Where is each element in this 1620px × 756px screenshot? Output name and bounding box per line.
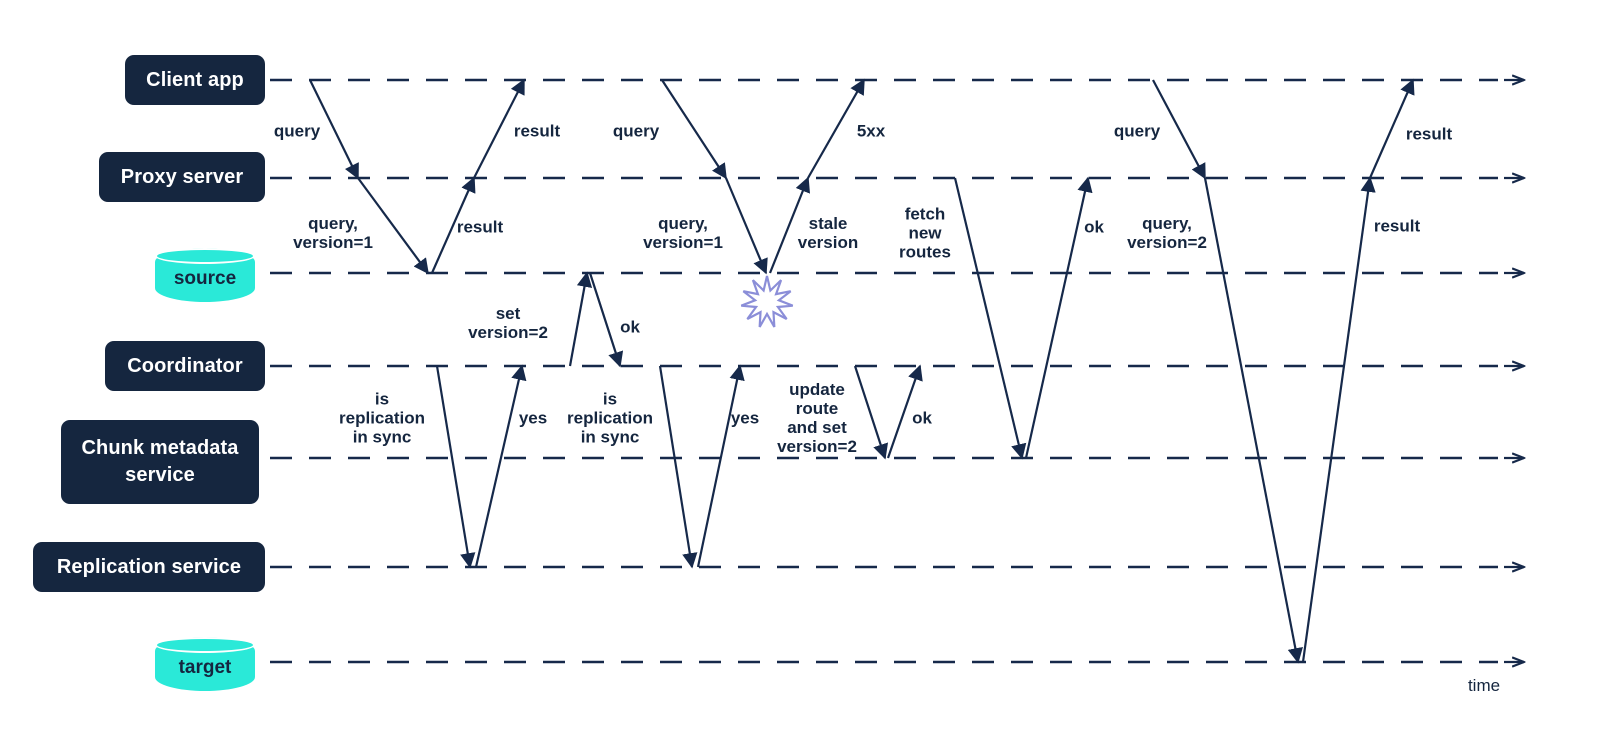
message-arrow-m18 bbox=[1024, 176, 1093, 459]
message-arrow-m22 bbox=[1368, 78, 1415, 179]
actor-label-replication: Replication service bbox=[56, 555, 242, 578]
actor-client: Client app bbox=[125, 55, 265, 105]
actor-proxy: Proxy server bbox=[99, 152, 265, 202]
lifeline-dashed-lines bbox=[270, 78, 1498, 664]
message-arrow-m3 bbox=[430, 176, 476, 274]
message-arrows bbox=[309, 78, 1415, 664]
message-arrow-m15 bbox=[853, 365, 889, 460]
failure-burst-icon bbox=[740, 275, 794, 328]
message-arrow-m4 bbox=[473, 78, 525, 179]
database-target: target bbox=[155, 637, 255, 691]
burst-icon bbox=[740, 275, 794, 328]
message-arrow-m5 bbox=[435, 365, 476, 569]
database-source: source bbox=[155, 248, 255, 302]
message-arrow-m11 bbox=[658, 365, 698, 569]
actor-label-client: Client app bbox=[146, 68, 244, 91]
message-arrow-m21 bbox=[1301, 176, 1376, 663]
actor-coordinator: Coordinator bbox=[105, 341, 265, 391]
message-arrow-m6 bbox=[474, 364, 527, 568]
message-arrow-m1 bbox=[309, 79, 359, 180]
message-arrow-m7 bbox=[568, 271, 593, 367]
message-arrow-m10 bbox=[724, 177, 768, 275]
message-arrow-m8 bbox=[588, 272, 624, 368]
message-arrow-m2 bbox=[357, 177, 429, 275]
time-axis-arrows bbox=[1504, 80, 1524, 662]
actor-label-proxy: Proxy server bbox=[120, 165, 244, 188]
message-arrow-m14 bbox=[807, 78, 865, 179]
message-arrow-m20 bbox=[1203, 177, 1303, 664]
message-arrow-m17 bbox=[953, 177, 1027, 460]
actor-chunkmeta: Chunk metadata service bbox=[61, 420, 259, 504]
message-arrow-m16 bbox=[886, 364, 923, 459]
actor-replication: Replication service bbox=[33, 542, 265, 592]
actor-label-chunkmeta: Chunk metadata service bbox=[81, 437, 239, 486]
time-axis-label: time bbox=[1467, 676, 1501, 695]
database-label-target: target bbox=[178, 657, 232, 678]
message-arrow-m19 bbox=[1152, 79, 1206, 180]
message-arrow-m13 bbox=[768, 176, 811, 274]
message-arrow-m12 bbox=[696, 364, 745, 568]
message-arrow-m9 bbox=[661, 79, 727, 180]
database-label-source: source bbox=[173, 268, 237, 289]
actor-label-coordinator: Coordinator bbox=[127, 354, 243, 377]
